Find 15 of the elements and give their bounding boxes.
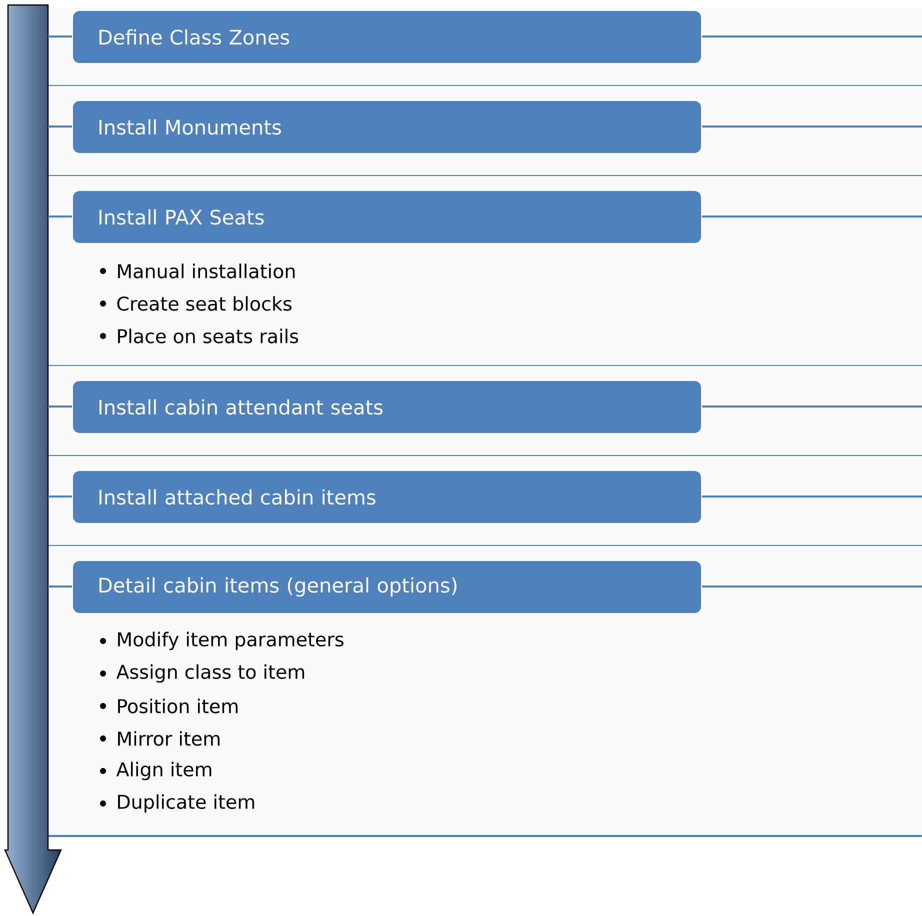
bullet-item: Assign class to item <box>116 664 304 683</box>
bullet-item: Place on seats rails <box>118 328 298 344</box>
bullet-item: Position item <box>118 698 238 714</box>
step-box: Define Class Zones <box>72 10 702 64</box>
step-box: Install attached cabin items <box>72 470 702 524</box>
bullet-item: Mirror item <box>118 731 220 746</box>
bullet-item: Modify item parameters <box>118 632 344 650</box>
step-box: Install Monuments <box>72 100 702 154</box>
step-box: Install PAX Seats <box>72 190 702 244</box>
step-box: Detail cabin items (general options) <box>72 560 702 614</box>
step-box: Install cabin attendant seats <box>72 380 702 434</box>
bullet-item: Align item <box>116 762 212 780</box>
bullet-item: Create seat blocks <box>117 296 292 311</box>
bullet-item: Duplicate item <box>118 794 254 813</box>
bullet-item: Manual installation <box>118 264 295 278</box>
